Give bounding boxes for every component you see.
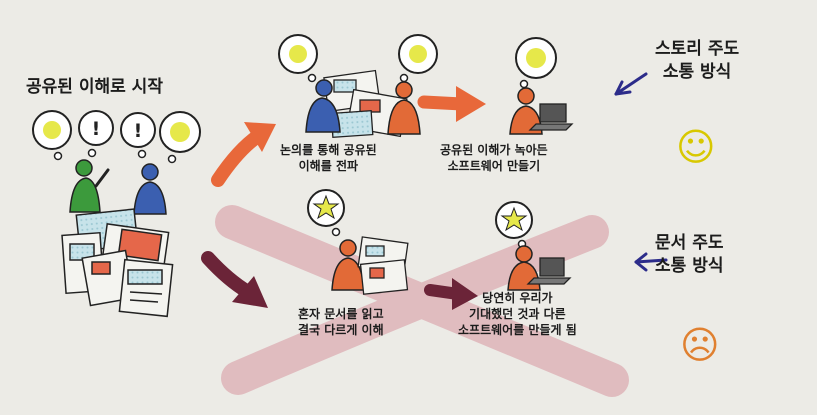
- share-caption-line-2: 이해를 전파: [298, 159, 359, 174]
- person-blue-discussing: [305, 79, 341, 133]
- thought-bubble-left-1: [32, 110, 72, 161]
- bad-result-line-1: 당연히 우리가: [482, 291, 553, 305]
- thought-bubble-bad-result: [495, 201, 533, 249]
- alone-caption-line-1: 혼자 문서를 읽고: [298, 307, 384, 321]
- document-arrow: [201, 251, 268, 308]
- start-title: 공유된 이해로 시작: [26, 77, 163, 97]
- person-with-laptop-bad: [507, 245, 572, 291]
- good-result-line-2: 소프트웨어 만들기: [447, 159, 541, 174]
- good-result-line-1: 공유된 이해가 녹아든: [440, 143, 548, 157]
- svg-text:!: !: [134, 120, 143, 142]
- person-with-laptop-good: [509, 87, 574, 135]
- person-orange-discussing: [387, 81, 421, 135]
- share-arrow: [211, 122, 276, 187]
- thought-bubble-good-result: [515, 37, 557, 89]
- bad-result-line-2: 기대했던 것과 다른: [469, 307, 566, 322]
- story-driven-line-1: 스토리 주도: [655, 39, 740, 59]
- cross-out-mark: [215, 205, 629, 397]
- alone-caption-line-2: 결국 다르게 이해: [298, 323, 384, 338]
- share-caption-line-1: 논의를 통해 공유된: [280, 143, 377, 157]
- story-pointer-arrow: [614, 72, 648, 96]
- result-arrow-bad: [424, 278, 478, 310]
- thought-bubble-alone: [307, 189, 345, 237]
- happy-face-icon: ☺: [676, 125, 716, 169]
- alone-caption: 혼자 문서를 읽고 결국 다르게 이해: [298, 306, 384, 338]
- good-result-caption: 공유된 이해가 녹아든 소프트웨어 만들기: [440, 142, 548, 174]
- thought-bubble-top-1: [278, 34, 318, 83]
- document-driven-line-1: 문서 주도: [655, 233, 724, 253]
- result-arrow-good: [417, 86, 486, 122]
- share-caption: 논의를 통해 공유된 이해를 전파: [280, 142, 377, 174]
- bad-result-caption: 당연히 우리가 기대했던 것과 다른 소프트웨어를 만들게 됨: [458, 290, 577, 339]
- document-driven-label: 문서 주도 소통 방식: [655, 232, 723, 278]
- papers-alone: [357, 236, 409, 295]
- document-stack: [61, 208, 174, 318]
- thought-bubble-left-2: !: [78, 110, 114, 158]
- thought-bubble-top-2: [398, 34, 438, 83]
- thought-bubble-left-3: !: [120, 112, 156, 159]
- document-driven-line-2: 소통 방식: [655, 255, 724, 276]
- story-driven-line-2: 소통 방식: [662, 61, 732, 82]
- person-green: [69, 159, 110, 213]
- thought-bubble-left-4: [159, 111, 201, 164]
- svg-text:!: !: [92, 118, 101, 140]
- story-driven-label: 스토리 주도 소통 방식: [655, 38, 739, 84]
- bad-result-line-3: 소프트웨어를 만들게 됨: [458, 323, 577, 338]
- doc-pointer-arrow: [634, 252, 668, 272]
- sad-face-icon: ☹: [680, 323, 720, 367]
- person-blue: [133, 163, 167, 215]
